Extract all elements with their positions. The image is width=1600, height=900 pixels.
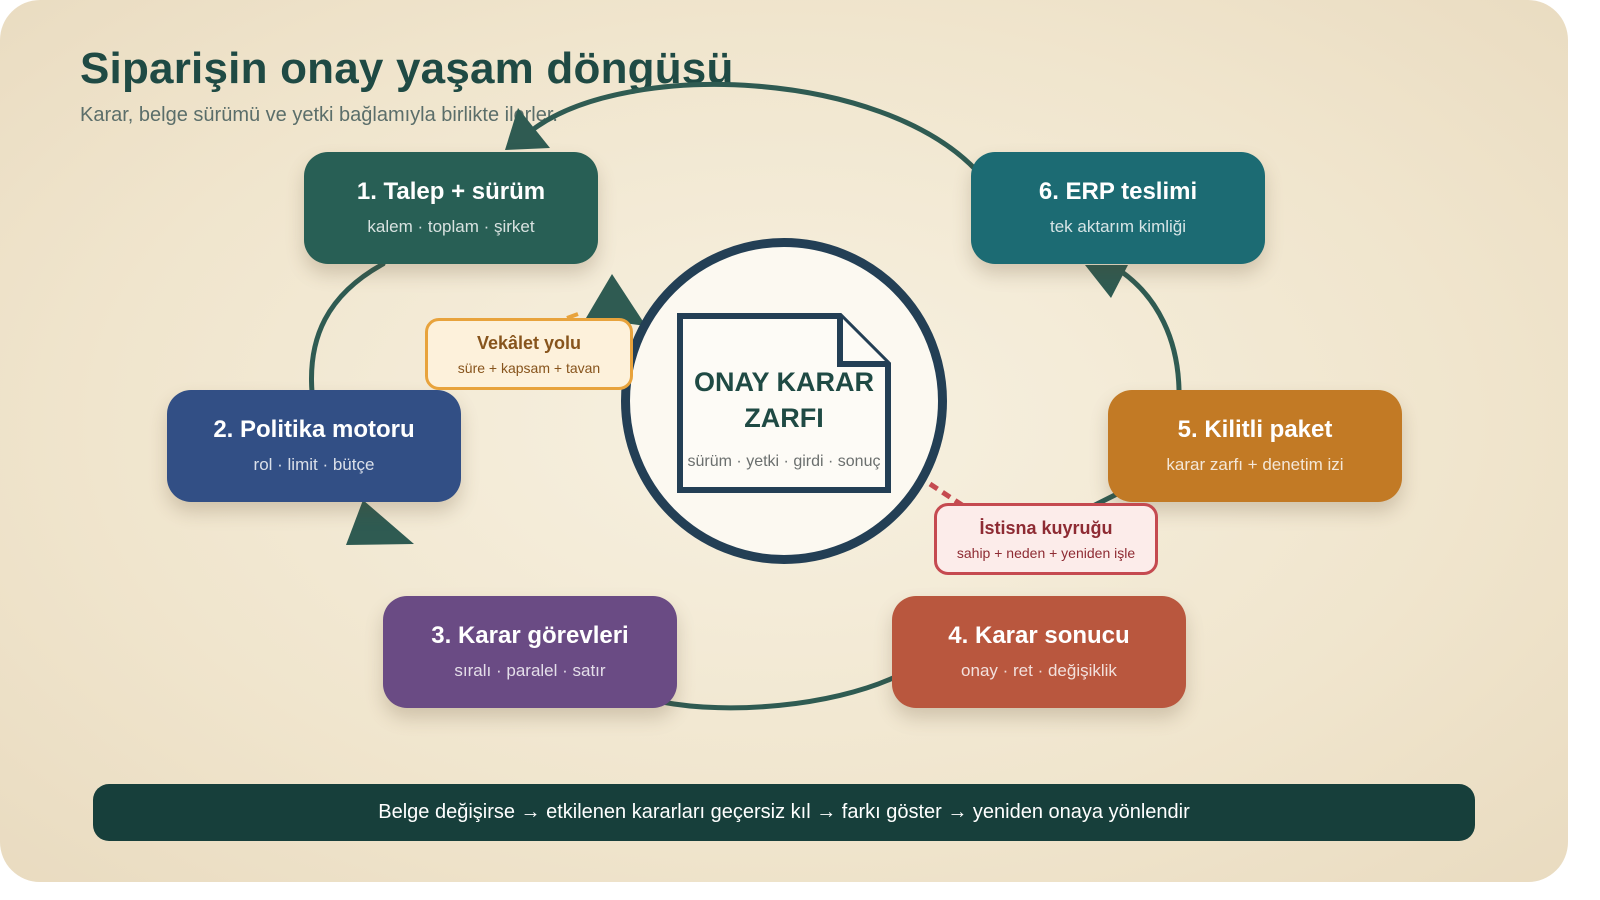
stage-4-decision-result: 4. Karar sonucu onay · ret · değişiklik: [892, 596, 1186, 708]
cycle-connectors: [308, 82, 1182, 711]
stage-title: 1. Talep + sürüm: [356, 177, 546, 205]
connector-6-to-1: [532, 82, 979, 173]
stage-title: 5. Kilitli paket: [1177, 415, 1333, 443]
stage-subtitle: karar zarfı + denetim izi: [1166, 455, 1344, 475]
diagram-canvas: Siparişin onay yaşam döngüsü Karar, belg…: [0, 0, 1568, 882]
envelope-title: ONAY KARAR ZARFI: [693, 367, 875, 433]
stage-title: 4. Karar sonucu: [948, 621, 1130, 649]
exception-queue-callout: İstisna kuyruğu sahip + neden + yeniden …: [934, 503, 1158, 575]
proxy-connector: [566, 312, 579, 320]
stage-6-erp-delivery: 6. ERP teslimi tek aktarım kimliği: [971, 152, 1265, 264]
footer-banner: Belge değişirse → etkilenen kararları ge…: [93, 784, 1475, 841]
page-subtitle: Karar, belge sürümü ve yetki bağlamıyla …: [80, 104, 558, 126]
stage-title: 3. Karar görevleri: [431, 621, 629, 649]
arrowhead-out-of-stage-2: [346, 500, 414, 545]
envelope-subtitle: sürüm · yetki · girdi · sonuç: [687, 453, 881, 470]
stage-subtitle: kalem · toplam · şirket: [367, 217, 535, 237]
document-icon: [677, 313, 891, 493]
callout-title: İstisna kuyruğu: [979, 517, 1113, 538]
arrowhead-into-hub: [586, 274, 646, 326]
exception-connector: [928, 481, 964, 508]
stage-3-decision-tasks: 3. Karar görevleri sıralı · paralel · sa…: [383, 596, 677, 708]
callout-subtitle: süre + kapsam + tavan: [457, 359, 601, 376]
callout-title: Vekâlet yolu: [476, 332, 582, 353]
connector-5-to-6: [1119, 269, 1182, 393]
callout-subtitle: sahip + neden + yeniden işle: [956, 544, 1136, 561]
stage-1-request: 1. Talep + sürüm kalem · toplam · şirket: [304, 152, 598, 264]
stage-5-locked-package: 5. Kilitli paket karar zarfı + denetim i…: [1108, 390, 1402, 502]
stage-subtitle: sıralı · paralel · satır: [454, 661, 606, 681]
stage-subtitle: tek aktarım kimliği: [1049, 217, 1187, 237]
arrowhead-into-stage-1: [505, 108, 550, 150]
stage-subtitle: onay · ret · değişiklik: [961, 661, 1117, 681]
arrowhead-into-stage-6: [1085, 265, 1128, 298]
connector-1-to-2: [308, 261, 386, 395]
connector-3-to-4: [659, 675, 896, 711]
proxy-path-callout: Vekâlet yolu süre + kapsam + tavan: [425, 318, 633, 390]
stage-subtitle: rol · limit · bütçe: [253, 455, 375, 475]
page-title: Siparişin onay yaşam döngüsü: [80, 44, 734, 93]
stage-title: 6. ERP teslimi: [1038, 177, 1198, 205]
stage-2-policy-engine: 2. Politika motoru rol · limit · bütçe: [167, 390, 461, 502]
stage-title: 2. Politika motoru: [213, 415, 415, 443]
